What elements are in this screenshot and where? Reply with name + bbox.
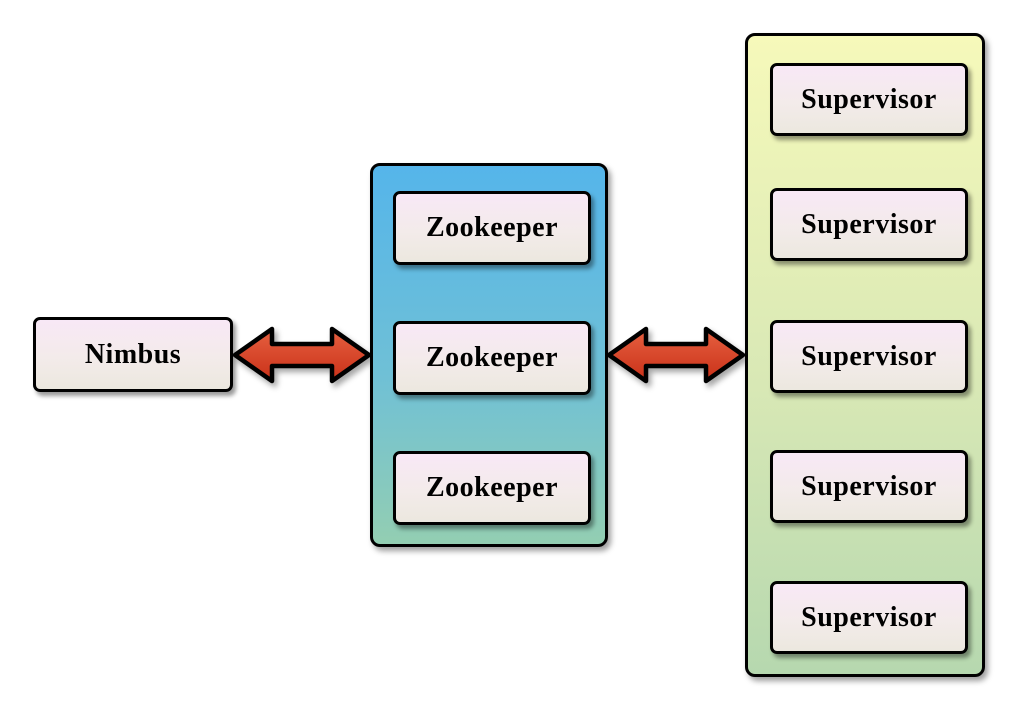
- supervisor-node: Supervisor: [770, 188, 968, 261]
- zookeeper-label: Zookeeper: [425, 342, 559, 373]
- nimbus-node: Nimbus: [33, 317, 233, 392]
- zookeeper-node: Zookeeper: [393, 321, 591, 395]
- supervisor-label: Supervisor: [801, 83, 937, 115]
- supervisor-label: Supervisor: [801, 340, 937, 372]
- supervisor-label: Supervisor: [801, 208, 937, 240]
- nimbus-label: Nimbus: [84, 338, 182, 370]
- bidirectional-arrow-icon: [606, 326, 746, 384]
- zookeeper-label: Zookeeper: [425, 212, 559, 243]
- zookeeper-node: Zookeeper: [393, 191, 591, 265]
- bidirectional-arrow-icon: [232, 326, 372, 384]
- supervisor-label: Supervisor: [801, 470, 937, 502]
- supervisor-node: Supervisor: [770, 320, 968, 393]
- supervisor-label: Supervisor: [801, 601, 937, 633]
- zookeeper-cluster-panel: Zookeeper Zookeeper Zookeeper: [370, 163, 608, 547]
- zookeeper-label: Zookeeper: [425, 472, 559, 503]
- zookeeper-node: Zookeeper: [393, 451, 591, 525]
- supervisor-node: Supervisor: [770, 450, 968, 523]
- supervisor-node: Supervisor: [770, 581, 968, 654]
- supervisor-node: Supervisor: [770, 63, 968, 136]
- supervisor-cluster-panel: Supervisor Supervisor Supervisor Supervi…: [745, 33, 985, 677]
